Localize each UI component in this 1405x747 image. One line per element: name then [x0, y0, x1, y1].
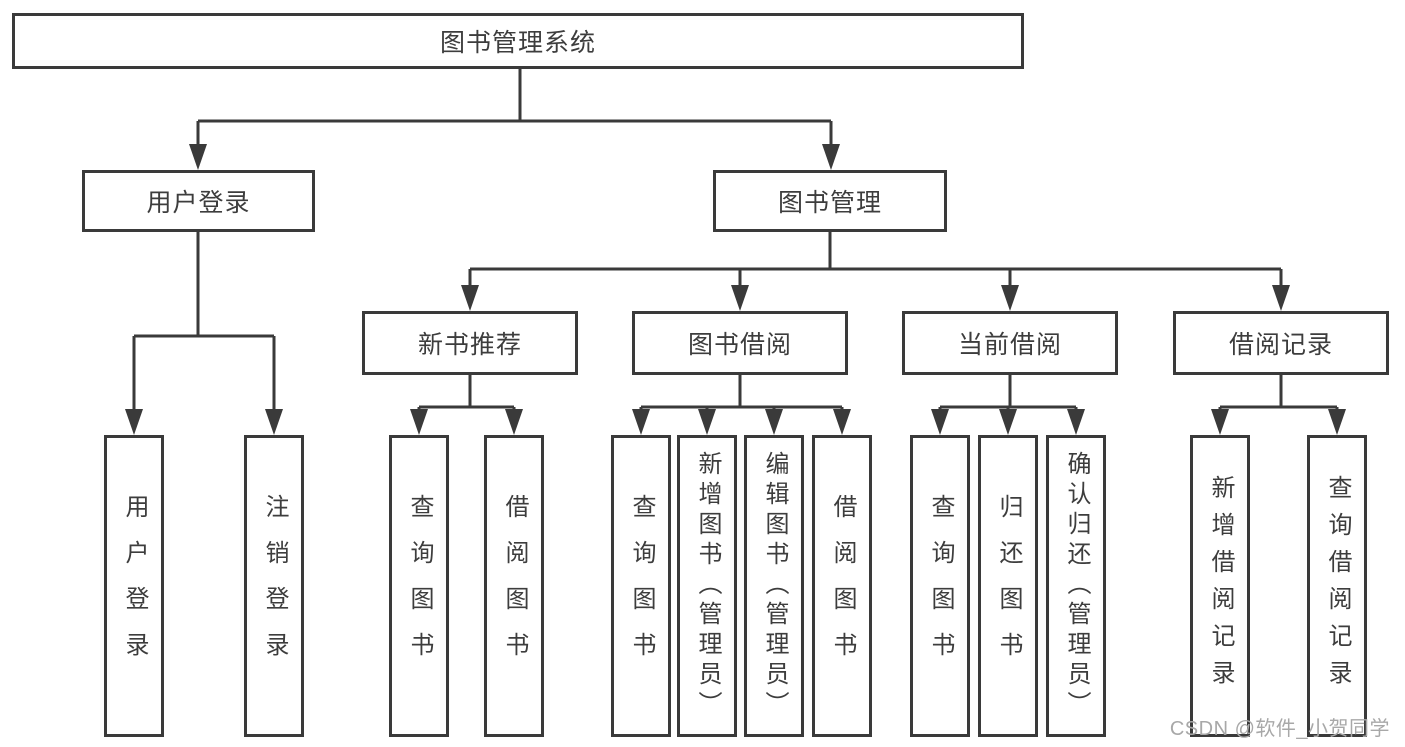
leaf-query-book-current: 查询图书	[910, 435, 970, 737]
connector-borrowrecord-to-leaves	[1218, 375, 1339, 429]
leaf-query-book-borrow: 查询图书	[611, 435, 671, 737]
node-user-login: 用户登录	[82, 170, 315, 232]
node-book-borrow: 图书借阅	[632, 311, 848, 375]
leaf-label: 借阅图书	[829, 494, 856, 678]
connector-bookmgmt-to-level3	[468, 232, 1283, 305]
connector-newbook-to-leaves	[417, 375, 516, 429]
leaf-return-book: 归还图书	[978, 435, 1038, 737]
leaf-add-borrow-record: 新增借阅记录	[1190, 435, 1250, 737]
leaf-label: 新增图书（管理员）	[694, 451, 721, 721]
connector-userlogin-to-leaves	[132, 232, 276, 429]
leaf-label: 查询图书	[628, 494, 655, 678]
leaf-logout: 注销登录	[244, 435, 304, 737]
node-new-book-recommend: 新书推荐	[362, 311, 578, 375]
leaf-label: 新增借阅记录	[1207, 475, 1234, 697]
node-label: 借阅记录	[1228, 331, 1333, 359]
leaf-label: 查询图书	[406, 494, 433, 678]
leaf-label: 用户登录	[121, 494, 148, 678]
leaf-add-book-admin: 新增图书（管理员）	[677, 435, 737, 737]
watermark: CSDN @软件_小贺同学	[1169, 718, 1390, 740]
leaf-label: 查询图书	[927, 494, 954, 678]
leaf-label: 注销登录	[261, 494, 288, 678]
node-borrow-records: 借阅记录	[1173, 311, 1389, 375]
leaf-label: 查询借阅记录	[1324, 475, 1351, 697]
arrowheads	[125, 144, 1346, 435]
leaf-label: 借阅图书	[501, 494, 528, 678]
leaf-label: 归还图书	[995, 494, 1022, 678]
node-current-borrow: 当前借阅	[902, 311, 1118, 375]
leaf-query-borrow-record: 查询借阅记录	[1307, 435, 1367, 737]
node-label: 图书借阅	[687, 331, 792, 359]
leaf-borrow-book-newbook: 借阅图书	[484, 435, 544, 737]
node-label: 图书管理系统	[439, 29, 596, 57]
node-library-management-system: 图书管理系统	[12, 13, 1024, 69]
node-label: 用户登录	[146, 189, 251, 217]
leaf-confirm-return-admin: 确认归还（管理员）	[1046, 435, 1106, 737]
node-label: 新书推荐	[417, 331, 522, 359]
connector-root-to-level2	[196, 69, 833, 166]
leaf-query-book-newbook: 查询图书	[389, 435, 449, 737]
connector-bookborrow-to-leaves	[639, 375, 844, 429]
leaf-user-login: 用户登录	[104, 435, 164, 737]
leaf-label: 确认归还（管理员）	[1063, 451, 1090, 721]
node-label: 图书管理	[777, 189, 882, 217]
node-label: 当前借阅	[957, 331, 1062, 359]
leaf-label: 编辑图书（管理员）	[761, 451, 788, 721]
leaf-borrow-book: 借阅图书	[812, 435, 872, 737]
node-book-management: 图书管理	[713, 170, 947, 232]
leaf-edit-book-admin: 编辑图书（管理员）	[744, 435, 804, 737]
